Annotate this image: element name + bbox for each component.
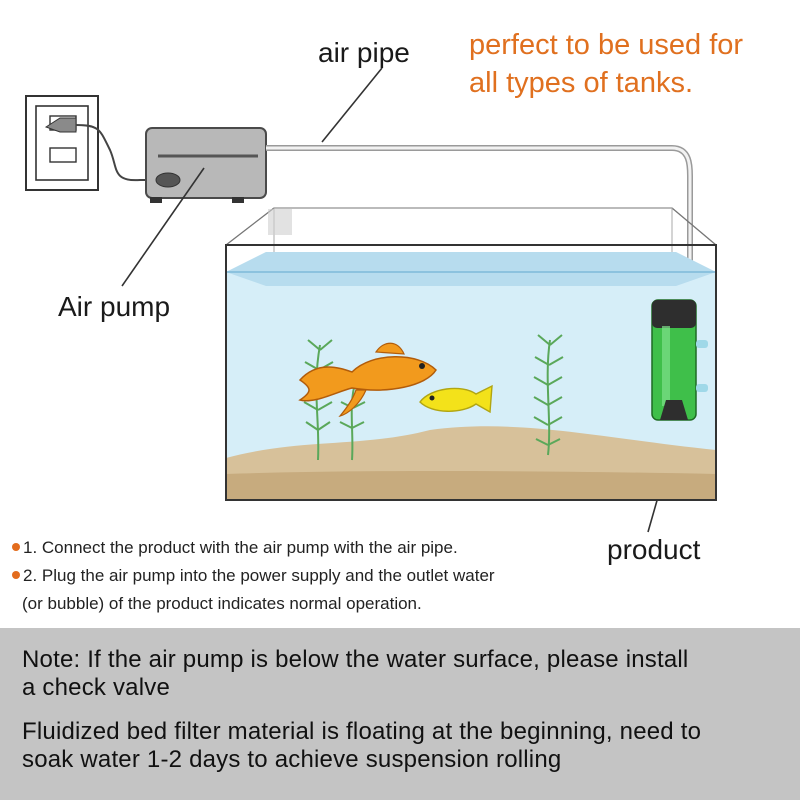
step-1-text: 1. Connect the product with the air pump… bbox=[23, 538, 458, 557]
step-2: 2. Plug the air pump into the power supp… bbox=[12, 566, 495, 586]
note-1-line-2: a check valve bbox=[22, 674, 171, 701]
headline: perfect to be used for all types of tank… bbox=[469, 26, 743, 102]
step-2-text-line-2: (or bubble) of the product indicates nor… bbox=[22, 594, 422, 613]
aquarium-tank bbox=[225, 207, 717, 501]
filter-product bbox=[651, 299, 708, 421]
bullet-icon bbox=[12, 571, 20, 579]
air-pipe-leader bbox=[321, 67, 383, 143]
air-pipe-label: air pipe bbox=[318, 37, 410, 68]
yellow-fish bbox=[419, 384, 493, 414]
headline-line-2: all types of tanks. bbox=[469, 67, 694, 99]
note-1-line-1: Note: If the air pump is below the water… bbox=[22, 646, 689, 673]
orange-fish bbox=[298, 342, 437, 418]
step-2-continued: (or bubble) of the product indicates nor… bbox=[22, 594, 422, 614]
bullet-icon bbox=[12, 543, 20, 551]
step-2-text-line-1: 2. Plug the air pump into the power supp… bbox=[23, 566, 495, 585]
power-cord bbox=[75, 124, 160, 182]
aquatic-plant-right bbox=[533, 334, 564, 456]
air-pump bbox=[145, 127, 267, 203]
step-1: 1. Connect the product with the air pump… bbox=[12, 538, 458, 558]
wall-outlet bbox=[25, 95, 99, 191]
note-panel bbox=[0, 628, 800, 800]
air-pump-label: Air pump bbox=[58, 291, 171, 322]
headline-line-1: perfect to be used for bbox=[469, 29, 744, 61]
air-pump-leader bbox=[121, 167, 205, 287]
note-2-line-1: Fluidized bed filter material is floatin… bbox=[22, 718, 702, 745]
product-label: product bbox=[607, 534, 701, 565]
note-2-line-2: soak water 1-2 days to achieve suspensio… bbox=[22, 746, 562, 773]
